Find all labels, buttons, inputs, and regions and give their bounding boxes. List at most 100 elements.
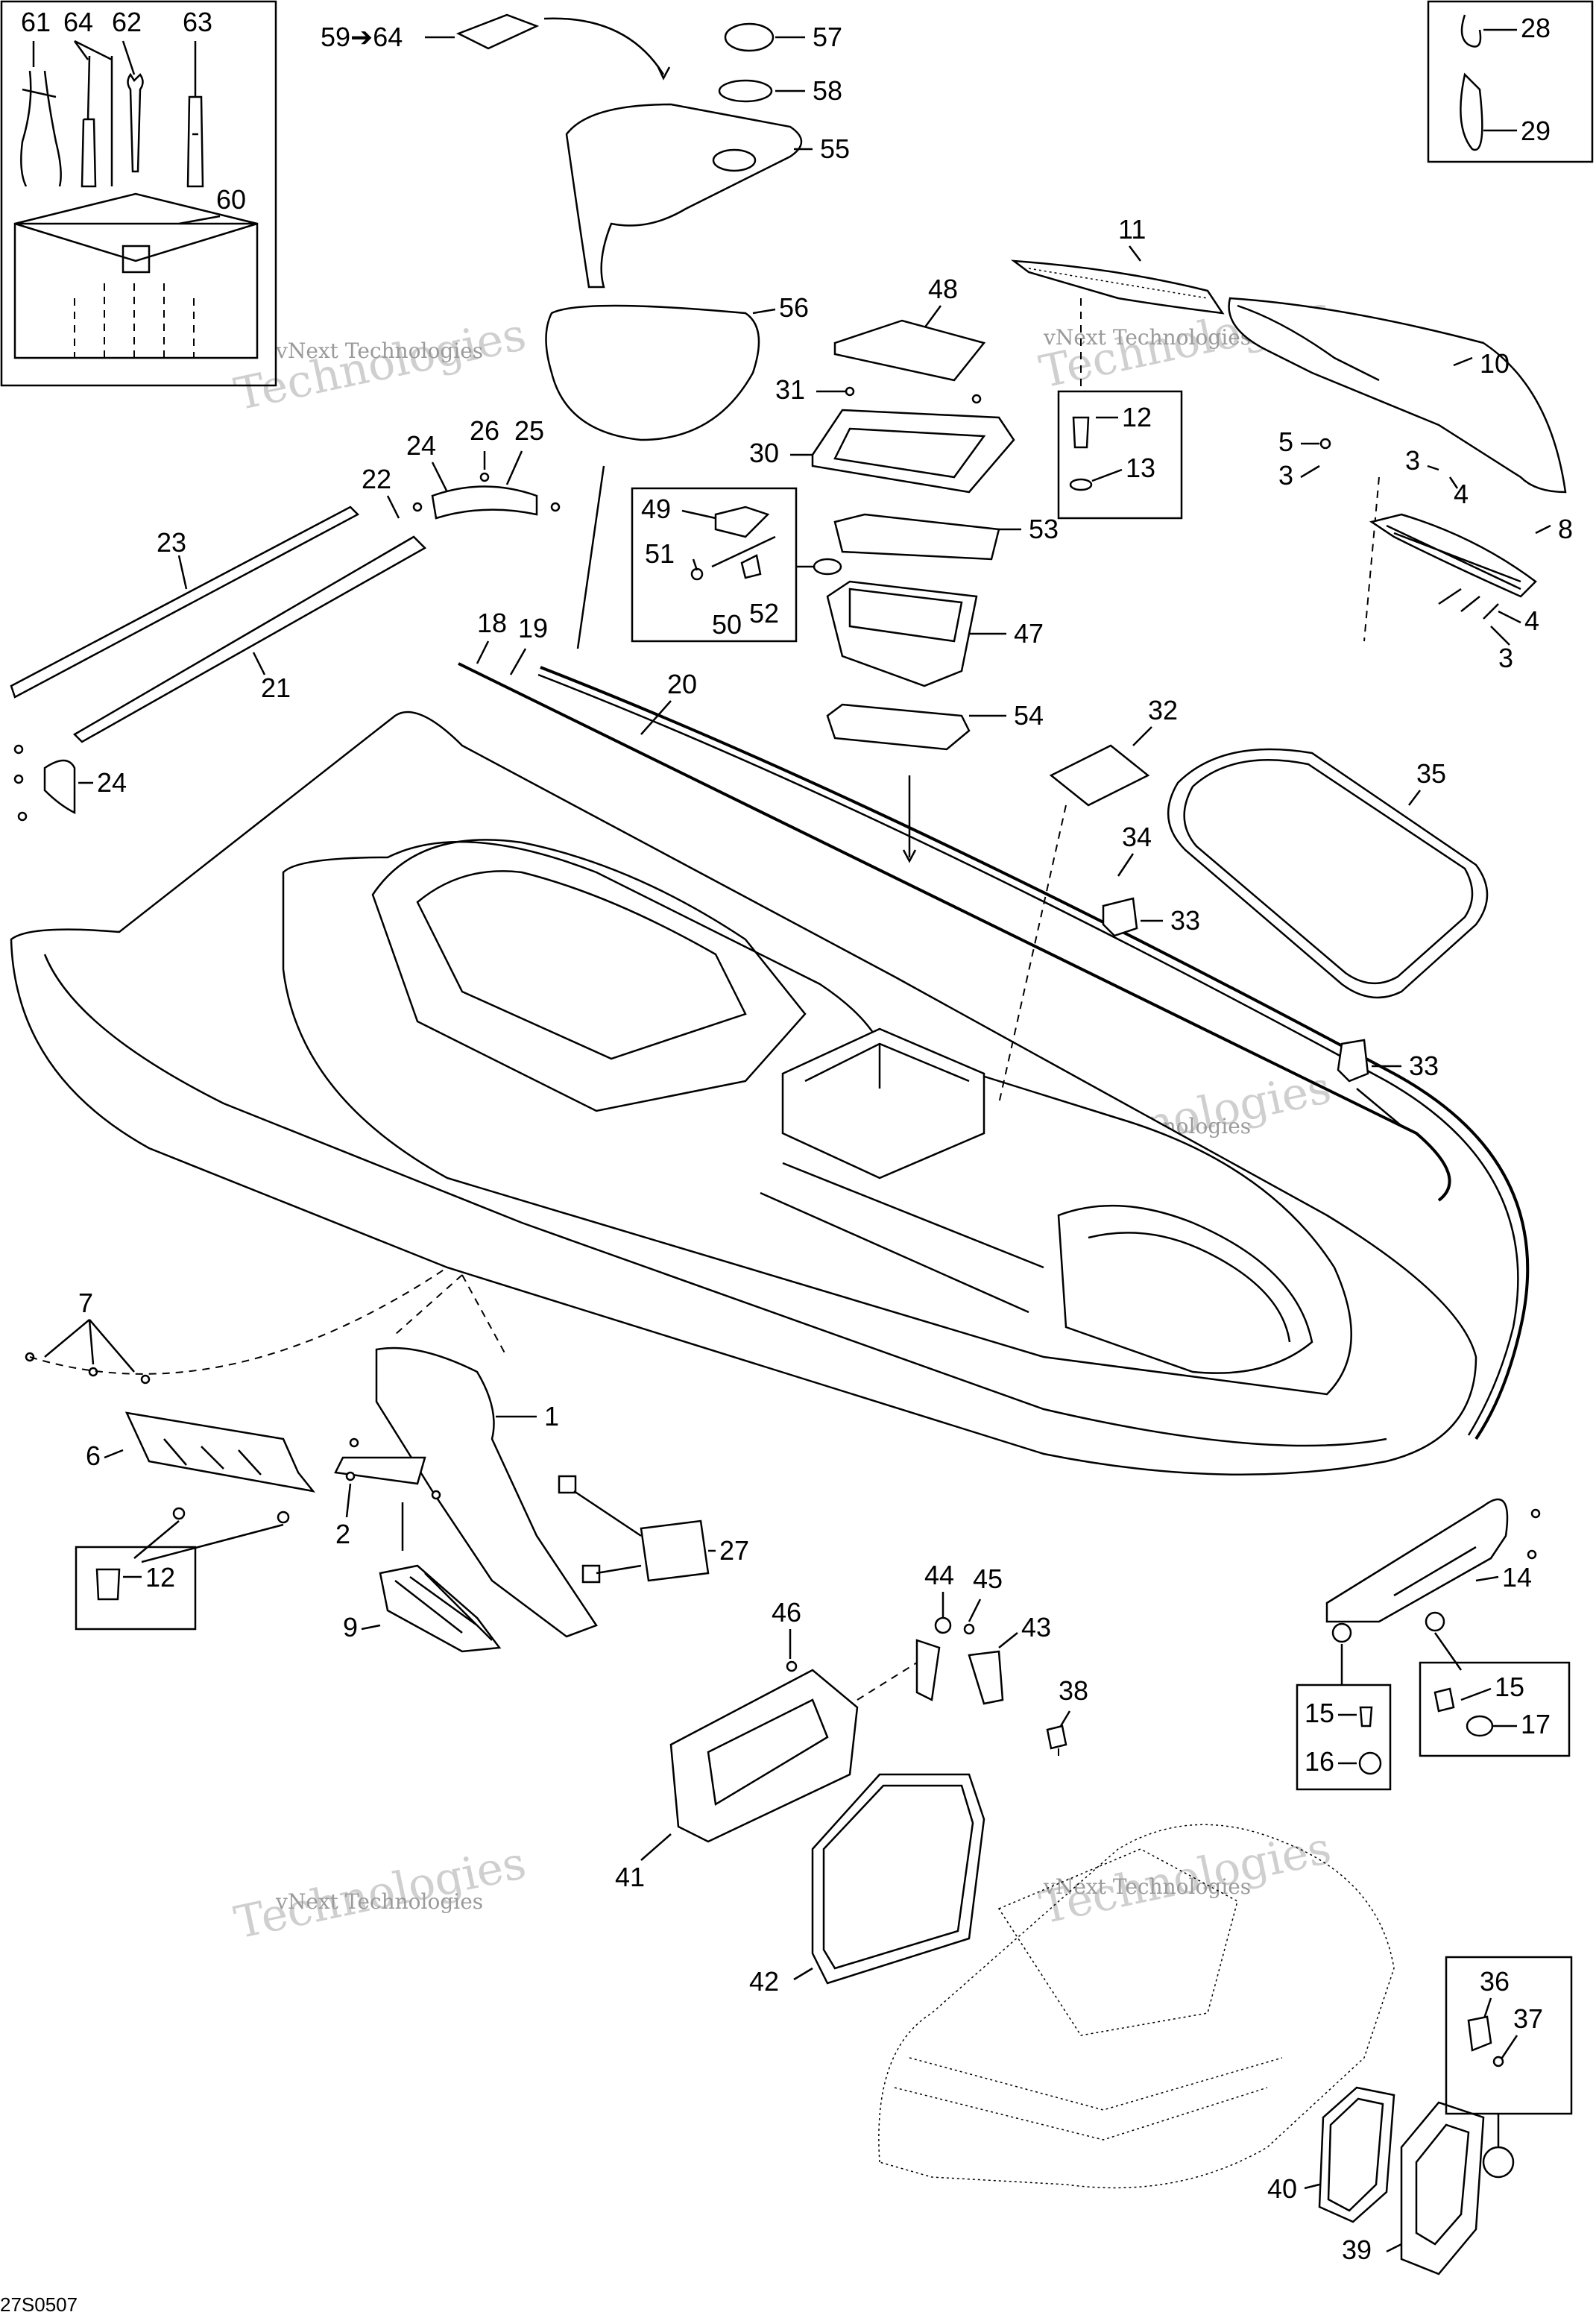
callout-40: 40 (1267, 2173, 1297, 2204)
part-15-screw-b (1433, 1687, 1455, 1713)
hull-outer-edge (43, 954, 1387, 1447)
part-51-pin (690, 567, 704, 581)
callout-49: 49 (641, 494, 671, 524)
part-20-strip (540, 666, 1530, 1440)
part-2-screw-a (349, 1437, 359, 1448)
part-55-storage-bin (565, 103, 803, 289)
callout-28: 28 (1521, 13, 1551, 43)
leader-32 (1132, 726, 1152, 746)
part-12-rivet (1072, 416, 1090, 449)
part-20-strip-inner (537, 673, 1519, 1436)
front-deck-group: 11 10 12 13 5 3 3 4 8 4 3 (1010, 214, 1573, 673)
callout-6: 6 (86, 1440, 101, 1471)
part-47-inner (848, 588, 963, 643)
part-31-screw (845, 386, 855, 397)
arrow-59-to-55 (543, 17, 665, 75)
callout-14: 14 (1502, 1562, 1532, 1593)
console-detail (804, 1042, 970, 1089)
callout-23: 23 (157, 527, 186, 558)
part-33-vent-a (1102, 897, 1138, 937)
part-41-hatch-frame (669, 1669, 859, 1843)
callout-47: 47 (1014, 618, 1044, 649)
callout-53: 53 (1029, 514, 1059, 544)
tool-kit-frame (0, 0, 277, 387)
callout-17: 17 (1521, 1709, 1551, 1739)
part-50-rod (711, 535, 776, 568)
part-15-screw-a (1359, 1706, 1373, 1727)
arrowhead-54 (902, 849, 917, 863)
callout-15a: 15 (1305, 1698, 1334, 1728)
callout-35: 35 (1416, 758, 1446, 789)
part-55-bin-opening (712, 148, 757, 172)
callout-50: 50 (712, 609, 742, 640)
tool-pouch-stitching (74, 283, 195, 358)
part-8-slots (1386, 524, 1521, 590)
part-13-washer (1069, 478, 1093, 491)
part-56-seal (545, 304, 760, 441)
leader-11 (1129, 245, 1141, 262)
leader-24a (431, 462, 449, 493)
part-16-plug (1331, 1622, 1352, 1643)
fastener-box-12b (75, 1546, 197, 1631)
callout-12a: 12 (1122, 402, 1152, 432)
callout-61: 61 (21, 7, 51, 37)
part-25-screw (550, 502, 561, 512)
callout-62: 62 (112, 7, 142, 37)
part-30-inner (833, 427, 986, 479)
screwdriver-icon (81, 55, 97, 188)
leader-56 (752, 308, 776, 315)
part-22-screw (412, 502, 423, 512)
tool-kit-box: 61 64 62 63 60 (0, 0, 277, 387)
part-17-cap (1466, 1715, 1494, 1737)
part-43-strap-a (915, 1639, 941, 1701)
leader-15b (1460, 1687, 1492, 1701)
leader-23 (177, 555, 188, 590)
callout-1: 1 (544, 1401, 559, 1431)
part-11-grip (1028, 268, 1208, 299)
leader-8 (1535, 524, 1551, 535)
leader-14 (1475, 1575, 1499, 1582)
callout-2: 2 (335, 1519, 350, 1549)
leaders-12-clip (133, 1520, 284, 1563)
rear-storage-group: 46 41 42 44 45 43 38 40 (615, 1560, 1573, 2275)
callout-44: 44 (924, 1560, 954, 1590)
callout-41: 41 (615, 1862, 645, 1892)
seat-area-inner (416, 870, 747, 1060)
part-9-grill (379, 1564, 502, 1653)
watermark-2-small: vNext Technologies (1043, 325, 1251, 350)
callout-20: 20 (667, 669, 697, 699)
callout-3c: 3 (1498, 643, 1513, 673)
part-16-plug-box (1358, 1751, 1382, 1775)
part-14-lettering (1393, 1546, 1477, 1597)
fastener-box-15-17 (1419, 1661, 1571, 1757)
part-39-door-inner (1415, 2123, 1470, 2246)
callout-58: 58 (813, 75, 842, 106)
part-24-screw-b (13, 774, 24, 784)
leader-3c (1490, 626, 1510, 646)
part-39-access-door (1400, 2101, 1485, 2275)
part-39-knob (1482, 2146, 1515, 2179)
callout-39: 39 (1342, 2234, 1372, 2265)
part-52-spring (740, 554, 762, 579)
hull-deck (10, 711, 1477, 1476)
callout-3b: 3 (1405, 445, 1420, 476)
callout-24b: 24 (97, 767, 127, 798)
leader-13 (1091, 468, 1123, 482)
wrench-icon (127, 72, 144, 173)
part-24-screw-a (13, 744, 24, 755)
part-30-frame (811, 409, 1015, 494)
part-11-grab-handle (1010, 259, 1225, 315)
fastener-box-12-13 (1057, 390, 1183, 520)
leader-4a (1448, 476, 1459, 489)
callout-36: 36 (1480, 1966, 1510, 1997)
callout-3a: 3 (1278, 460, 1293, 491)
part-35-seal (1167, 748, 1489, 999)
side-panel-group: 7 6 12 1 2 9 27 (25, 1267, 749, 1653)
leader-40 (1304, 2183, 1320, 2190)
glove-box-lid-group: 48 31 30 (749, 274, 1015, 494)
callout-32: 32 (1148, 695, 1178, 725)
part-42-gasket-inner (822, 1784, 974, 1970)
part-54-gasket (826, 703, 971, 751)
callout-4b: 4 (1524, 605, 1539, 636)
latch-kit-box (631, 487, 798, 643)
